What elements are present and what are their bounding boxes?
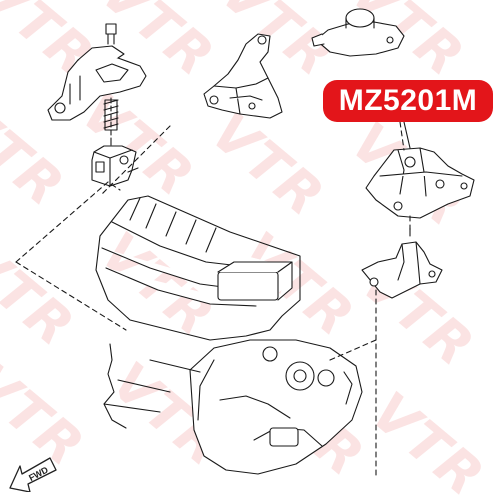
part-number-badge: MZ5201M xyxy=(323,80,493,122)
lower-bushing xyxy=(91,145,139,187)
mount-bracket xyxy=(203,33,283,119)
engine-block xyxy=(95,195,301,429)
gearbox xyxy=(103,339,363,475)
transmission-mount xyxy=(365,147,475,219)
leader-lines xyxy=(15,121,411,477)
rear-engine-mount xyxy=(311,8,405,57)
forward-arrow-icon: FWD xyxy=(9,457,57,492)
right-engine-mount xyxy=(47,23,147,141)
transmission-mount-bracket xyxy=(361,227,443,299)
part-number-label: MZ5201M xyxy=(338,84,478,117)
badge-leader xyxy=(403,121,411,149)
